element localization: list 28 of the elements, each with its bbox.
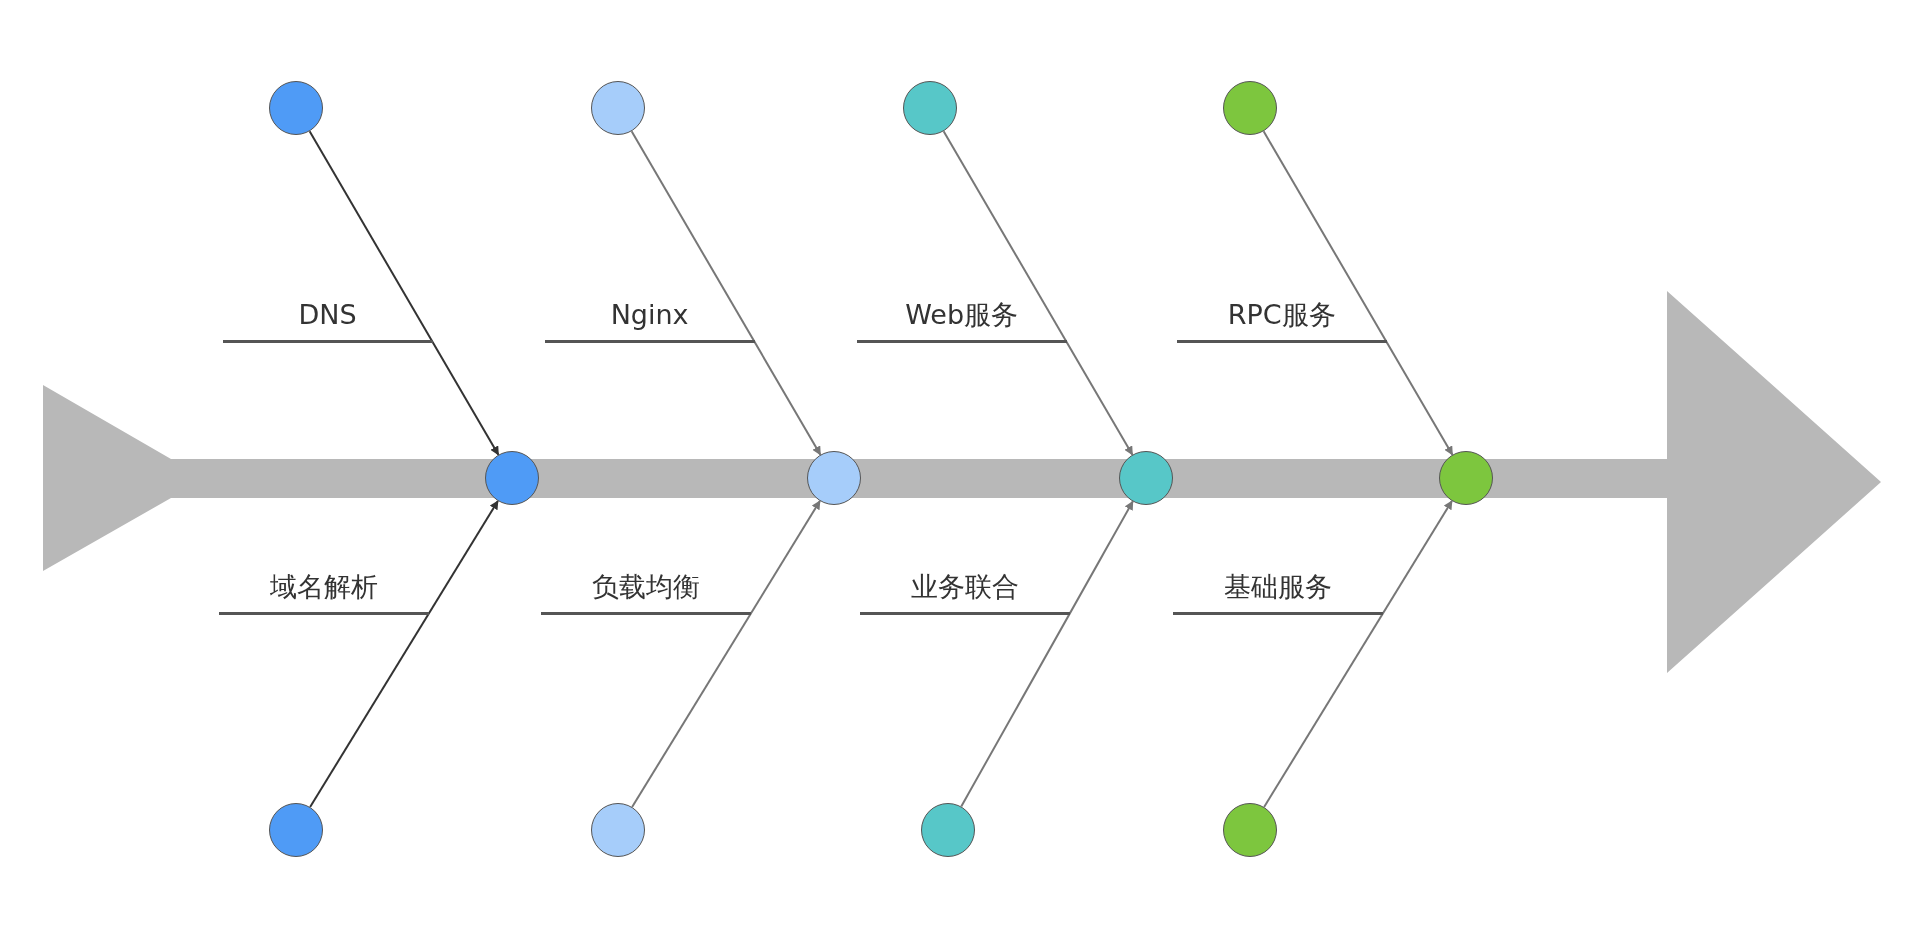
circle-marker (807, 451, 861, 505)
edge-label: DNS (222, 298, 433, 343)
circle-marker (1439, 451, 1493, 505)
circle-marker (591, 81, 645, 135)
arrow (309, 500, 499, 808)
arrow (308, 130, 500, 456)
circle-marker (269, 81, 323, 135)
edge-label: RPC服务 (1176, 298, 1387, 343)
arrow (960, 500, 1134, 808)
arrow (942, 130, 1134, 456)
circle-marker (1119, 451, 1173, 505)
edge-label: Nginx (544, 298, 755, 343)
arrow (1263, 500, 1453, 808)
circle-marker (269, 803, 323, 857)
arrow (631, 500, 821, 808)
edge-label: 基础服务 (1172, 570, 1383, 615)
arrow (1262, 130, 1454, 456)
circle-marker (1223, 81, 1277, 135)
circle-marker (903, 81, 957, 135)
edge-label: 负载均衡 (540, 570, 751, 615)
circle-marker (921, 803, 975, 857)
edge-label: 域名解析 (218, 570, 429, 615)
arrow (630, 130, 822, 456)
circle-marker (485, 451, 539, 505)
edge-label: 业务联合 (859, 570, 1070, 615)
circle-marker (591, 803, 645, 857)
circle-marker (1223, 803, 1277, 857)
edge-label: Web服务 (856, 298, 1067, 343)
